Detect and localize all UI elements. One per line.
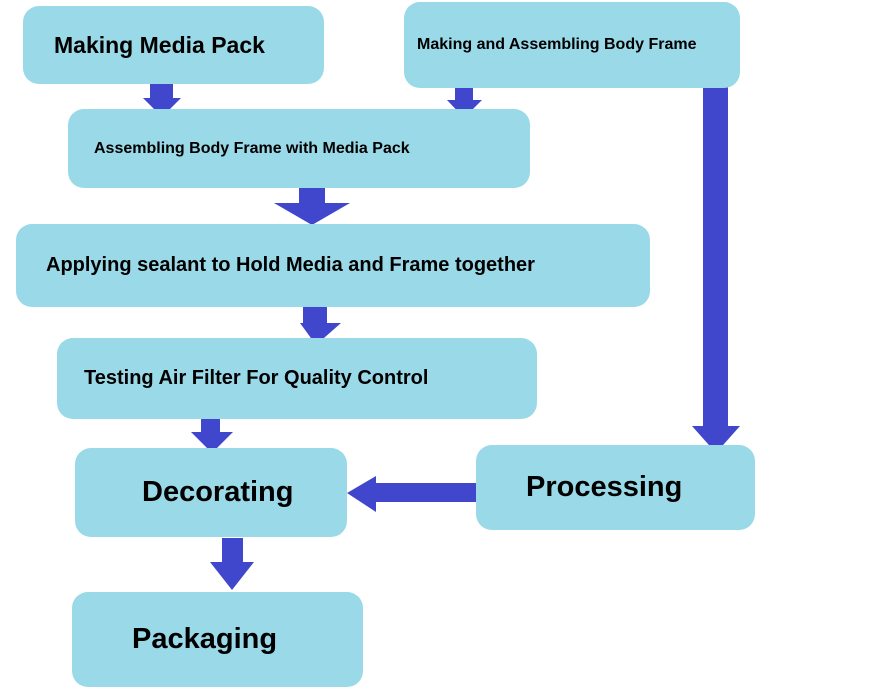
node-label: Making and Assembling Body Frame — [417, 36, 697, 53]
node-label: Applying sealant to Hold Media and Frame… — [46, 254, 535, 276]
node-applying-sealant: Applying sealant to Hold Media and Frame… — [16, 224, 650, 307]
arrow-assembling-to-sealant — [274, 186, 350, 225]
arrow-sealant-to-testing — [300, 306, 341, 345]
arrow-decorating-to-packaging — [210, 538, 254, 590]
arrow-testing-to-decorating — [191, 418, 233, 453]
arrow-processing-to-decorating — [347, 476, 478, 512]
arrow-media-pack-to-assembling — [143, 83, 181, 117]
node-label: Testing Air Filter For Quality Control — [84, 367, 429, 389]
node-packaging: Packaging — [72, 592, 363, 687]
node-testing-air-filter: Testing Air Filter For Quality Control — [57, 338, 537, 419]
node-label: Decorating — [142, 476, 294, 508]
node-assembling-body-frame: Assembling Body Frame with Media Pack — [68, 109, 530, 188]
node-making-media-pack: Making Media Pack — [23, 6, 324, 84]
node-label: Assembling Body Frame with Media Pack — [94, 139, 410, 157]
node-making-body-frame: Making and Assembling Body Frame — [404, 2, 740, 88]
node-label: Processing — [526, 471, 683, 503]
node-label: Making Media Pack — [54, 31, 265, 58]
node-label: Packaging — [132, 623, 278, 655]
arrow-body-frame-to-assembling — [447, 86, 482, 118]
node-decorating: Decorating — [75, 448, 347, 537]
arrow-body-frame-to-processing — [692, 87, 740, 453]
node-processing: Processing — [476, 445, 755, 530]
